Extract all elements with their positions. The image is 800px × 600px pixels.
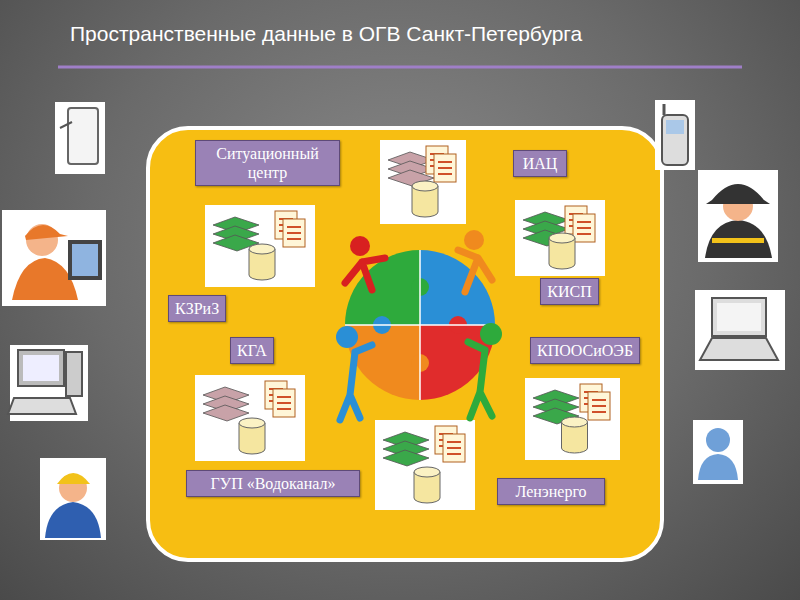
data-panel	[195, 375, 305, 461]
document-line	[287, 238, 301, 240]
org-label: ИАЦ	[513, 150, 567, 177]
user-computer-icon	[2, 210, 106, 306]
database-top	[414, 467, 440, 477]
layer-sheet	[203, 405, 249, 421]
document-line	[592, 411, 606, 413]
org-label: КЗРиЗ	[168, 295, 226, 322]
org-name: Ленэнерго	[504, 482, 598, 501]
database-top	[549, 233, 575, 243]
database-top	[562, 417, 588, 427]
page-title: Пространственные данные в ОГВ Санкт-Пете…	[70, 22, 582, 46]
document-line	[277, 396, 291, 398]
database-top	[239, 418, 265, 428]
title-rule	[58, 66, 742, 69]
document-icon	[273, 389, 295, 417]
tablet-icon	[55, 102, 105, 174]
document-line	[447, 453, 461, 455]
puzzle	[336, 230, 502, 420]
layer-sheet	[383, 450, 429, 466]
worker-icon	[40, 458, 106, 540]
org-label: Ленэнерго	[497, 478, 605, 505]
database-top	[249, 244, 275, 254]
org-label: Ситуационный центр	[195, 140, 340, 186]
org-label: КИСП	[540, 278, 599, 305]
data-panel	[380, 140, 466, 224]
document-line	[438, 173, 452, 175]
user-icon	[693, 420, 743, 484]
org-name: ГУП «Водоканал»	[193, 474, 353, 493]
desktop-icon	[8, 345, 88, 421]
data-panels	[195, 140, 620, 510]
document-icon	[434, 154, 456, 182]
document-icon	[573, 214, 595, 242]
phone-icon	[655, 100, 695, 170]
document-line	[592, 399, 606, 401]
database-top	[412, 181, 438, 191]
document-line	[447, 447, 461, 449]
document-line	[438, 167, 452, 169]
org-name: КЗРиЗ	[175, 299, 219, 318]
org-name: Ситуационный центр	[202, 144, 333, 182]
data-panel	[205, 205, 315, 287]
document-line	[447, 441, 461, 443]
document-line	[577, 227, 591, 229]
org-name: КПООСиОЭБ	[537, 341, 633, 360]
document-line	[287, 232, 301, 234]
org-name: ИАЦ	[520, 154, 560, 173]
document-line	[438, 161, 452, 163]
firefighter-icon	[698, 170, 778, 262]
region-frame	[148, 128, 662, 560]
org-name: КГА	[237, 341, 267, 360]
document-line	[577, 233, 591, 235]
org-label: КПООСиОЭБ	[530, 337, 640, 364]
document-line	[577, 221, 591, 223]
document-icon	[443, 434, 465, 462]
data-panel	[525, 378, 620, 460]
data-panel	[515, 200, 605, 276]
org-label: ГУП «Водоканал»	[186, 470, 360, 497]
document-line	[277, 408, 291, 410]
org-name: КИСП	[547, 282, 592, 301]
document-line	[592, 405, 606, 407]
data-panel	[375, 420, 475, 510]
laptop-icon	[695, 290, 785, 370]
document-line	[287, 226, 301, 228]
org-label: КГА	[230, 337, 274, 364]
document-icon	[588, 392, 610, 420]
document-icon	[283, 219, 305, 247]
document-line	[277, 402, 291, 404]
